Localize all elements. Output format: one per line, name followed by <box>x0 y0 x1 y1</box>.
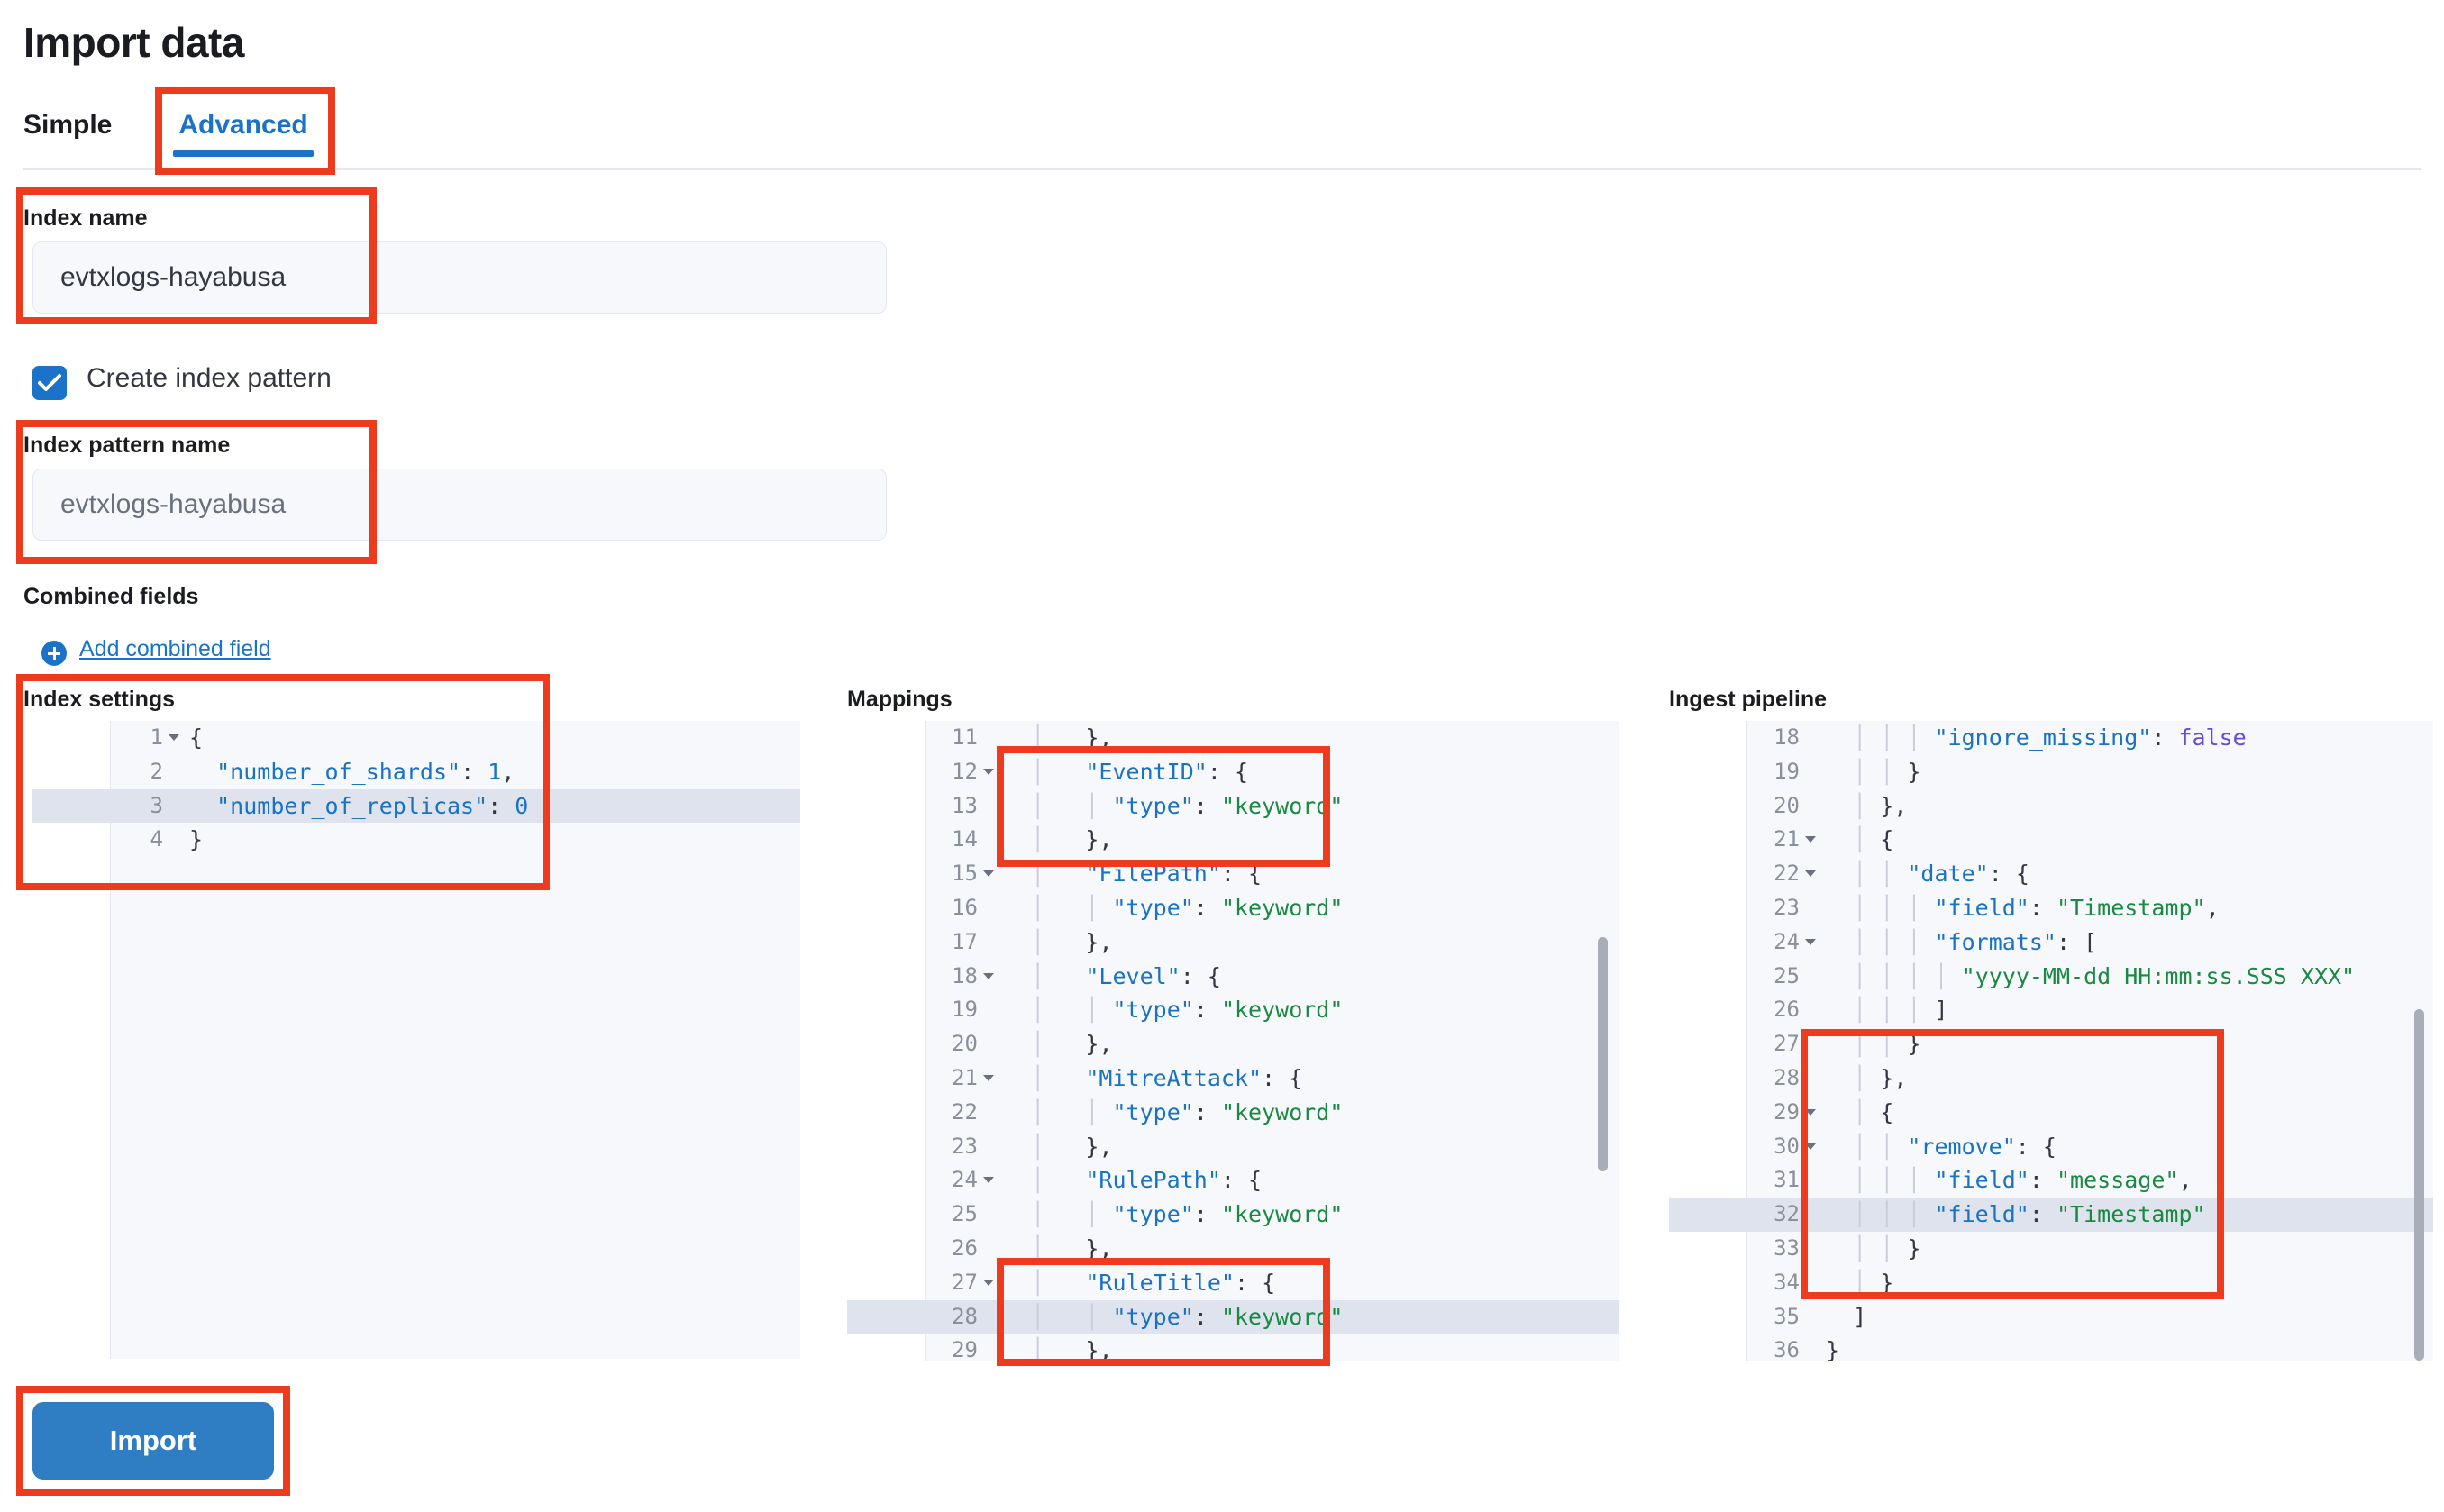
code-line: 14 │ }, <box>952 826 1113 853</box>
fold-toggle-icon[interactable] <box>983 870 994 878</box>
plus-circle-icon <box>41 641 67 666</box>
code-line: 24 │ │ │ "formats": [ <box>1774 928 2098 955</box>
ingest-pipeline-editor[interactable]: 18 │ │ │ "ignore_missing": false 19 │ │ }… <box>1669 721 2433 1361</box>
tab-advanced[interactable]: Advanced <box>148 97 338 168</box>
fold-toggle-icon[interactable] <box>983 768 994 775</box>
code-line: 28 │ │ "type": "keyword" <box>847 1299 1619 1334</box>
page-title: Import data <box>23 19 244 66</box>
index-pattern-name-label: Index pattern name <box>23 433 231 458</box>
code-line: 22 │ │ "date": { <box>1774 861 2029 888</box>
code-line: 22 │ │ "type": "keyword" <box>952 1098 1344 1125</box>
code-line: 11 │ }, <box>952 724 1113 751</box>
fold-toggle-icon[interactable] <box>1805 1108 1816 1116</box>
code-line: 2 "number_of_shards": 1, <box>150 758 515 785</box>
ingest-pipeline-scrollbar[interactable] <box>2414 1009 2424 1361</box>
code-line: 35 ] <box>1774 1303 1867 1330</box>
code-line: 23 │ }, <box>952 1133 1113 1160</box>
code-line: 29 │ }, <box>952 1337 1113 1361</box>
code-line: 28 │ }, <box>1774 1064 1908 1091</box>
mappings-scrollbar[interactable] <box>1598 937 1608 1171</box>
mappings-editor[interactable]: 11 │ }, 12 │ "EventID": { 13 │ │ "type": "… <box>847 721 1619 1361</box>
import-button[interactable]: Import <box>32 1402 274 1480</box>
mappings-gutter <box>847 721 926 1361</box>
code-line: 3 "number_of_replicas": 0 <box>32 788 800 824</box>
fold-toggle-icon[interactable] <box>983 1177 994 1184</box>
code-line: 25 │ │ "type": "keyword" <box>952 1201 1344 1228</box>
checkbox-checked-icon <box>32 366 67 400</box>
fold-toggle-icon[interactable] <box>1805 1143 1816 1150</box>
index-pattern-name-input[interactable]: evtxlogs-hayabusa <box>32 469 887 541</box>
code-line: 1{ <box>150 724 204 751</box>
create-index-pattern-label: Create index pattern <box>87 363 332 393</box>
code-line: 19 │ │ } <box>1774 758 1921 785</box>
mappings-title: Mappings <box>847 687 953 712</box>
index-name-input[interactable]: evtxlogs-hayabusa <box>32 241 887 314</box>
code-line: 23 │ │ │ "field": "Timestamp", <box>1774 894 2220 921</box>
fold-toggle-icon[interactable] <box>983 1279 994 1286</box>
index-settings-code[interactable]: 1{ 2 "number_of_shards": 1, 3 "number_of_r… <box>32 721 800 1359</box>
index-pattern-name-value: evtxlogs-hayabusa <box>60 489 287 519</box>
code-line: 31 │ │ │ "field": "message", <box>1774 1167 2193 1194</box>
fold-toggle-icon[interactable] <box>169 734 179 741</box>
code-line: 25 │ │ │ │ "yyyy-MM-dd HH:mm:ss.SSS XXX" <box>1774 962 2356 989</box>
mappings-code[interactable]: 11 │ }, 12 │ "EventID": { 13 │ │ "type": "… <box>847 721 1619 1361</box>
ingest-pipeline-title: Ingest pipeline <box>1669 687 1828 712</box>
code-line: 15 │ "FilePath": { <box>952 861 1263 888</box>
index-name-value: evtxlogs-hayabusa <box>60 262 287 292</box>
code-line: 27 │ "RuleTitle": { <box>952 1269 1276 1296</box>
tab-divider <box>23 168 2421 170</box>
code-line: 24 │ "RulePath": { <box>952 1167 1263 1194</box>
ingest-pipeline-gutter <box>1669 721 1747 1361</box>
fold-toggle-icon[interactable] <box>983 1074 994 1081</box>
code-line: 12 │ "EventID": { <box>952 758 1249 785</box>
code-line: 36} <box>1774 1337 1840 1361</box>
index-settings-title: Index settings <box>23 687 176 712</box>
code-line: 4} <box>150 826 204 853</box>
code-line: 21 │ "MitreAttack": { <box>952 1064 1303 1091</box>
code-line: 20 │ }, <box>1774 792 1908 819</box>
code-line: 26 │ │ │ ] <box>1774 997 1948 1024</box>
code-line: 33 │ │ } <box>1774 1234 1921 1262</box>
add-combined-field-label: Add combined field <box>79 636 271 661</box>
fold-toggle-icon[interactable] <box>1805 938 1816 945</box>
combined-fields-label: Combined fields <box>23 584 199 609</box>
ingest-pipeline-code[interactable]: 18 │ │ │ "ignore_missing": false 19 │ │ }… <box>1669 721 2433 1361</box>
index-settings-gutter <box>32 721 111 1359</box>
code-line: 34 │ } <box>1774 1269 1894 1296</box>
code-line: 19 │ │ "type": "keyword" <box>952 997 1344 1024</box>
code-line: 20 │ }, <box>952 1031 1113 1058</box>
code-line: 17 │ }, <box>952 928 1113 955</box>
tab-bar: Simple Advanced <box>23 97 339 168</box>
fold-toggle-icon[interactable] <box>983 972 994 979</box>
code-line: 29 │ { <box>1774 1098 1894 1125</box>
code-line: 32 │ │ │ "field": "Timestamp" <box>1669 1198 2433 1232</box>
code-line: 18 │ │ │ "ignore_missing": false <box>1774 724 2247 751</box>
code-line: 18 │ "Level": { <box>952 962 1221 989</box>
code-line: 13 │ │ "type": "keyword" <box>952 792 1344 819</box>
code-line: 26 │ }, <box>952 1234 1113 1262</box>
index-settings-editor[interactable]: 1{ 2 "number_of_shards": 1, 3 "number_of_r… <box>32 721 800 1359</box>
tab-simple[interactable]: Simple <box>23 110 113 140</box>
code-line: 21 │ { <box>1774 826 1894 853</box>
fold-toggle-icon[interactable] <box>1805 836 1816 843</box>
code-line: 27 │ │ } <box>1774 1031 1921 1058</box>
code-line: 30 │ │ "remove": { <box>1774 1133 2056 1160</box>
code-line: 16 │ │ "type": "keyword" <box>952 894 1344 921</box>
index-name-label: Index name <box>23 205 148 231</box>
fold-toggle-icon[interactable] <box>1805 870 1816 878</box>
